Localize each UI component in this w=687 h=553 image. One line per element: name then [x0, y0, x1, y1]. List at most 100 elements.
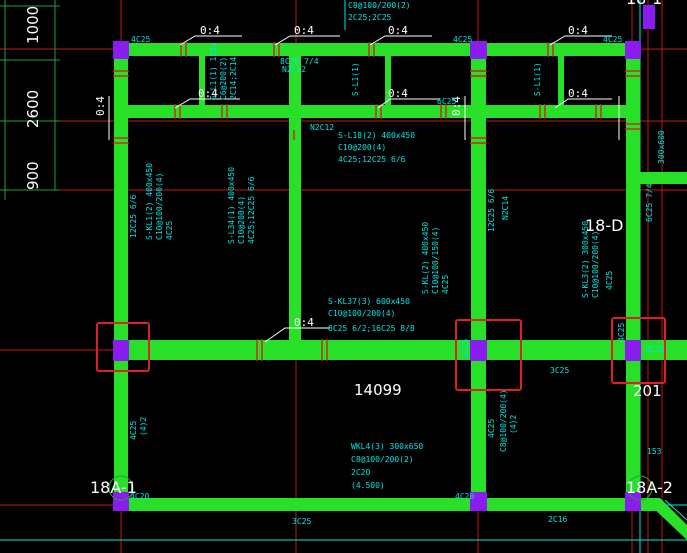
anno-text: 4C25 [453, 35, 472, 44]
anno-text: 4C20 [455, 492, 474, 501]
anno-text: S-L34(1) 400x450 [227, 167, 236, 244]
anno-text: 4C25 [131, 35, 150, 44]
anno-text: 4C25;12C25 6/6 [338, 155, 406, 164]
beam-bottom [114, 498, 640, 511]
column [470, 340, 487, 361]
anno-text: 4C25 [129, 421, 138, 440]
ratio-label: 0:4 [294, 24, 314, 37]
anno-text: (4)2 [139, 417, 148, 436]
anno-text: 300x600 [657, 130, 666, 164]
dim-900: 900 [24, 161, 42, 190]
anno-text: (4.500) [351, 481, 385, 490]
dim-14099: 14099 [354, 381, 402, 399]
anno-text: 12C25 6/6 [129, 194, 138, 238]
column [113, 492, 129, 511]
beam-col-b [289, 43, 301, 348]
beam-diagonal [650, 498, 687, 540]
anno-text: 2C25;2C25 [348, 13, 392, 22]
column [625, 492, 641, 511]
anno-text: 12C25 6/6 [487, 188, 496, 232]
highlight-box-right[interactable] [611, 317, 666, 384]
ratio-label: 0:4 [450, 96, 463, 116]
anno-text: C10@100/150(4) [431, 227, 440, 294]
anno-text: C6@200(2) [219, 57, 228, 100]
axis-bubbles [108, 475, 653, 501]
axis-label-18a-2: 18A-2 [626, 478, 673, 497]
ratio-label: 0:4 [388, 24, 408, 37]
anno-text: S-L18(2) 400x450 [338, 131, 415, 140]
beam-short-2 [385, 50, 391, 110]
beam-top [114, 43, 640, 56]
anno-text: 4C20 [130, 492, 149, 501]
axis-label-18-d: 18-D [585, 216, 623, 235]
anno-text: 4C25 [487, 419, 496, 438]
anno-text: S-KL(2) 400x450 [421, 222, 430, 294]
ratio-label: 0:4 [294, 316, 314, 329]
dim-2600: 2600 [24, 90, 42, 128]
anno-text: S-L1(1) [533, 62, 542, 96]
anno-text: 6C25 7/4 [645, 183, 654, 222]
anno-text: C10@100/200(4) [591, 231, 600, 298]
column [113, 340, 129, 361]
anno-text: C10@100/200(4) [155, 173, 164, 240]
anno-text: 6C25 [437, 97, 456, 106]
ratio-label: 0:4 [568, 87, 588, 100]
anno-text: C8@100/200(2) [351, 455, 414, 464]
beam-col-a [114, 43, 128, 511]
beam-right-extension [640, 172, 687, 184]
column [625, 340, 641, 361]
anno-text: 3C25 [550, 366, 569, 375]
ratio-label: 0:4 [388, 87, 408, 100]
anno-text: S-KL37(3) 600x450 [328, 297, 410, 306]
anno-text: N2C12 [310, 123, 334, 132]
anno-text: 4C25 [617, 323, 626, 342]
beam-short-1 [199, 50, 205, 110]
anno-text: 153 [647, 447, 662, 456]
anno-text: S-KL3(2) 300x450 [581, 221, 590, 298]
ratio-label: 0:4 [568, 24, 588, 37]
anno-text: C10@200(4) [338, 143, 386, 152]
beam-main-horizontal [114, 340, 687, 360]
beam-col-d [626, 43, 640, 511]
anno-text: 4C25 [165, 221, 174, 240]
column [470, 492, 487, 511]
column [643, 5, 655, 29]
anno-text: 3C25 [292, 517, 311, 526]
anno-text: WKL4(3) 300x650 [351, 442, 423, 451]
column [470, 41, 487, 59]
beam-col-c [471, 43, 486, 511]
anno-text: 3C25 [645, 345, 664, 354]
dim-201: 201 [633, 382, 662, 400]
anno-text: S-L1(1) 150x [209, 42, 218, 100]
anno-text: C8@100/200(4) [499, 389, 508, 452]
anno-text: 4C25 [461, 339, 470, 358]
anno-text: N2C12 [282, 65, 306, 74]
anno-text: N2C14 [501, 196, 510, 220]
axis-label-18a-1: 18A-1 [90, 478, 137, 497]
anno-text: 4C25 [605, 271, 614, 290]
highlight-box-left[interactable] [96, 322, 150, 372]
beam-upper-mid [114, 105, 640, 118]
anno-text: 4C25;12C25 6/6 [247, 176, 256, 244]
anno-text: 2C20 [351, 468, 370, 477]
anno-text: 2C16 [548, 515, 567, 524]
anno-text: S-L1(1) [351, 62, 360, 96]
ratio-label: 0:4 [94, 96, 107, 116]
anno-text: C10@100/200(4) [328, 309, 395, 318]
columns [113, 5, 655, 511]
axis-label-18-1: 18-1 [626, 0, 662, 8]
anno-text: 8C/E 7/4 [280, 57, 319, 66]
rebar-annotations: C8@100/200(2) 2C25;2C25 4C25 4C25 4C25 S… [129, 1, 666, 526]
anno-text: 8C25 6/2;16C25 8/8 [328, 324, 415, 333]
anno-text: S-KL1(2) 400x450 [145, 163, 154, 240]
beam-short-3 [558, 50, 564, 110]
highlight-box-middle[interactable] [455, 319, 522, 391]
highlight-boxes[interactable] [96, 317, 666, 391]
column [113, 41, 129, 59]
left-dimension-chain [0, 0, 60, 200]
anno-text: (4)2 [509, 415, 518, 434]
anno-text: C8@100/200(2) [348, 1, 411, 10]
ratio-label: 0:4 [200, 24, 220, 37]
dim-1000: 1000 [24, 6, 42, 44]
